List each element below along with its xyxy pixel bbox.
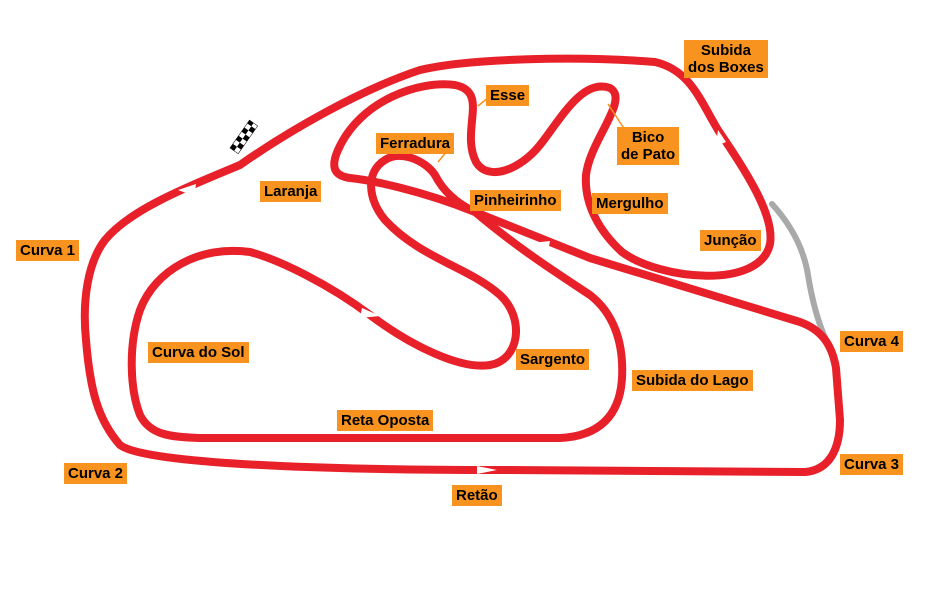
label-reta-oposta: Reta Oposta <box>337 410 434 431</box>
track-outline <box>80 54 844 476</box>
arrow-icon <box>360 308 380 318</box>
label-pinheirinho: Pinheirinho <box>470 190 561 211</box>
label-subida-dos-boxes-line1: Subida <box>700 42 751 59</box>
label-curva-1: Curva 1 <box>16 240 80 261</box>
label-curva-2: Curva 2 <box>64 463 128 484</box>
label-subida-dos-boxes-line2: dos Boxes <box>688 59 764 76</box>
label-bico-line1: Bico <box>631 129 665 146</box>
label-bico-de-pato: Bico de Pato <box>617 127 680 165</box>
infield-loop <box>127 152 627 442</box>
label-laranja: Laranja <box>260 181 322 202</box>
label-curva-4: Curva 4 <box>840 331 904 352</box>
arrow-icon <box>178 184 196 196</box>
pit-lane <box>769 201 829 343</box>
label-retao: Retão <box>452 485 502 506</box>
arrow-icon <box>477 466 497 474</box>
arrow-icon <box>716 130 726 146</box>
label-esse: Esse <box>486 85 530 106</box>
direction-arrows <box>178 130 726 474</box>
label-mergulho: Mergulho <box>592 193 668 214</box>
label-ferradura: Ferradura <box>376 133 455 154</box>
checkered-flag-icon <box>229 119 259 155</box>
label-sargento: Sargento <box>516 349 590 370</box>
label-curva-3: Curva 3 <box>840 454 904 475</box>
label-bico-line2: de Pato <box>621 146 676 163</box>
label-curva-do-sol: Curva do Sol <box>148 342 249 363</box>
label-subida-dos-boxes: Subida dos Boxes <box>684 40 768 78</box>
arrow-icon <box>532 241 550 251</box>
label-subida-do-lago: Subida do Lago <box>632 370 753 391</box>
label-juncao: Junção <box>700 230 761 251</box>
